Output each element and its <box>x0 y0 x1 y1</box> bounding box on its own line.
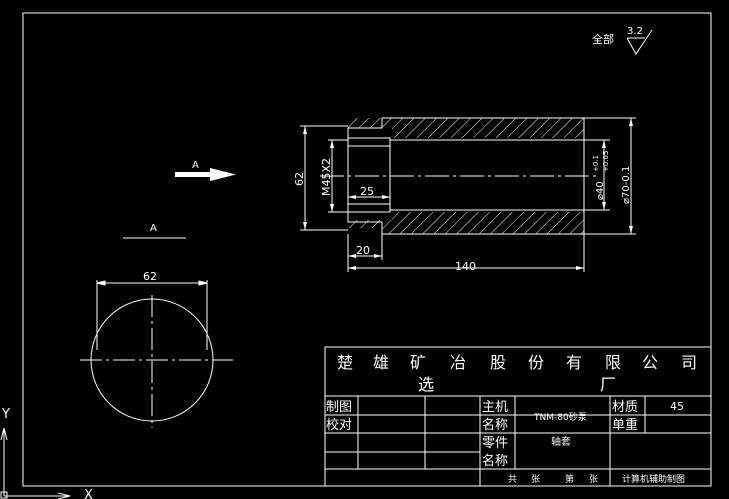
row-label-draw: 制图 <box>326 400 352 415</box>
svg-text:限: 限 <box>605 353 621 372</box>
svg-text:第: 第 <box>565 473 574 485</box>
ucs-y-label: Y <box>1 407 10 422</box>
svg-text:雄: 雄 <box>373 353 389 372</box>
main-machine-label-2: 名称 <box>482 417 508 433</box>
svg-text:份: 份 <box>528 353 544 372</box>
end-view <box>80 280 233 428</box>
weight-label: 单重 <box>612 417 638 433</box>
roughness-value: 3.2 <box>627 26 643 37</box>
dim-total-length: 140 <box>455 260 476 273</box>
ucs-x-label: X <box>84 488 93 499</box>
part-value: 轴套 <box>551 435 571 448</box>
dim-arrowheads <box>303 118 633 270</box>
svg-text:矿: 矿 <box>410 353 426 372</box>
main-machine-label-1: 主机 <box>482 400 508 415</box>
roughness-symbol-icon <box>626 29 653 55</box>
svg-text:张: 张 <box>531 474 540 485</box>
title-block <box>324 346 712 487</box>
view-arrow-label: A <box>192 160 199 171</box>
dim-thread: M45X2 <box>320 158 333 196</box>
dim-section-width: 62 <box>143 270 157 283</box>
dim-bore: ⌀40 <box>595 181 606 200</box>
sheet-info: 共 张 第 张 <box>508 473 598 485</box>
dim-outer: ⌀70-0.1 <box>621 166 632 204</box>
svg-text:共: 共 <box>508 474 517 485</box>
row-label-check: 校对 <box>326 417 352 433</box>
part-label-2: 名称 <box>482 453 508 469</box>
dim-bore-tol-upper: +0.1 <box>592 155 600 172</box>
part-label-1: 零件 <box>482 436 508 451</box>
svg-text:公: 公 <box>642 353 658 372</box>
svg-text:有: 有 <box>566 353 582 372</box>
svg-text:厂: 厂 <box>600 375 616 394</box>
svg-text:司: 司 <box>681 353 697 372</box>
material-label: 材质 <box>612 400 638 415</box>
company-name: 楚 雄 矿 冶 股 份 有 限 公 司 选 厂 <box>337 353 697 394</box>
section-view <box>320 117 600 235</box>
svg-text:张: 张 <box>589 474 598 485</box>
dim-shoulder-length: 20 <box>356 244 370 257</box>
dim-overall-height: 62 <box>293 172 306 186</box>
main-machine-value: TNM-80砂泵 <box>533 411 587 423</box>
ucs-axis-icon <box>0 427 71 499</box>
svg-text:选: 选 <box>418 375 434 394</box>
svg-text:冶: 冶 <box>450 353 466 372</box>
dim-bore-tol-lower: +0.05 <box>602 151 610 172</box>
svg-text:股: 股 <box>490 353 506 372</box>
view-arrow-icon <box>175 168 236 181</box>
surface-note-label: 全部 <box>592 32 614 46</box>
svg-text:楚: 楚 <box>337 353 353 372</box>
dim-thread-length: 25 <box>360 185 374 198</box>
section-label: A <box>150 223 157 234</box>
main-view-dimensions <box>300 117 636 272</box>
material-value: 45 <box>670 400 684 413</box>
footer-note: 计算机辅助制图 <box>622 473 685 485</box>
